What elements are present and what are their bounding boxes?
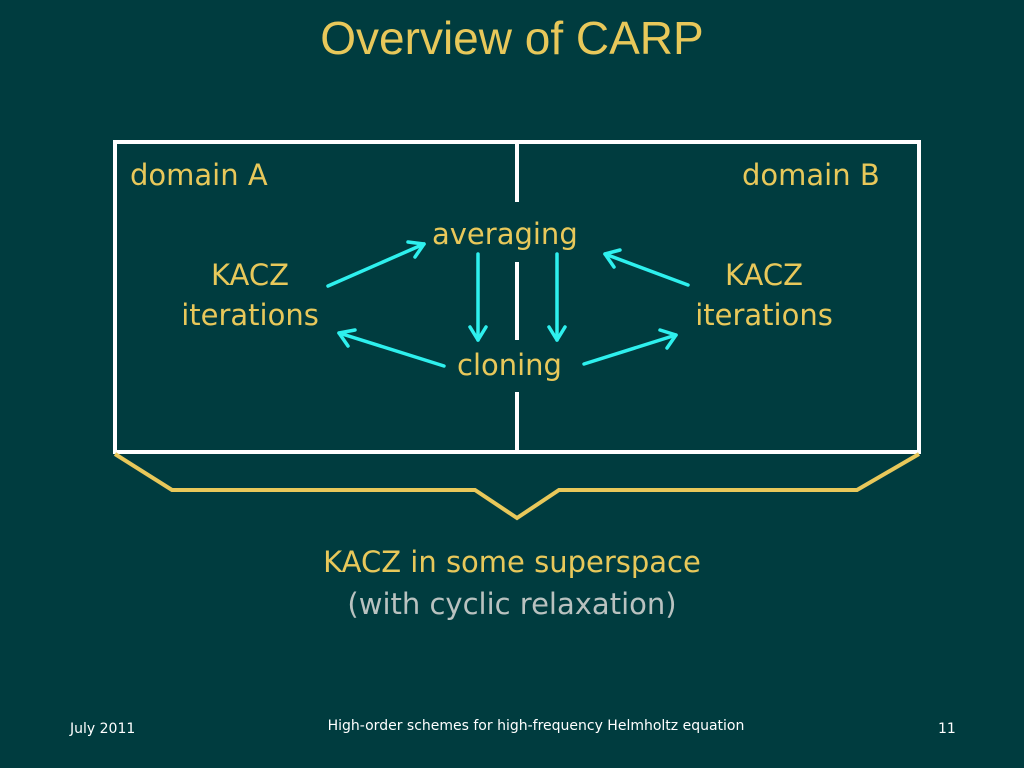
domain-a-label: domain A	[130, 158, 268, 192]
domain-b-label: domain B	[742, 158, 880, 192]
kacz-right-line1: KACZ	[725, 258, 803, 292]
superspace-brace	[113, 452, 921, 521]
footer-page-number: 11	[938, 721, 956, 737]
arrow-cloning-to-left	[337, 328, 446, 368]
arrow-cloning-to-right	[582, 328, 678, 366]
caption-secondary: (with cyclic relaxation)	[347, 587, 677, 621]
averaging-label: averaging	[432, 217, 578, 251]
arrow-right-to-averaging	[603, 248, 690, 287]
cloning-label: cloning	[457, 348, 562, 382]
footer-subtitle: High-order schemes for high-frequency He…	[327, 718, 745, 734]
arrow-averaging-to-cloning-right	[547, 252, 567, 342]
arrow-averaging-to-cloning-left	[468, 252, 488, 342]
kacz-left-line1: KACZ	[211, 258, 289, 292]
kacz-right-block: KACZ iterations	[674, 258, 854, 332]
kacz-left-line2: iterations	[181, 298, 319, 332]
slide-title: Overview of CARP	[320, 12, 704, 64]
kacz-right-line2: iterations	[695, 298, 833, 332]
caption-main: KACZ in some superspace	[323, 545, 701, 579]
footer-date: July 2011	[70, 721, 136, 737]
kacz-left-block: KACZ iterations	[160, 258, 340, 332]
arrow-left-to-averaging	[326, 240, 426, 288]
